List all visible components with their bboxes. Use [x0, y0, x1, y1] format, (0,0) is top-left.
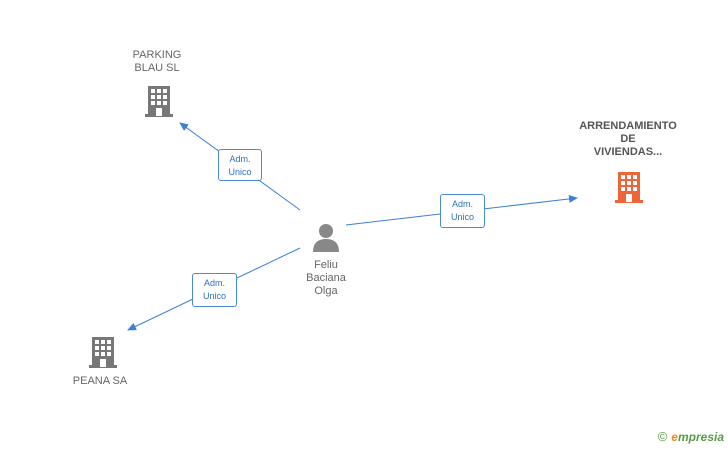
- edge-label-arrendamiento[interactable]: Adm. Unico: [440, 194, 485, 228]
- person-icon[interactable]: [311, 222, 341, 252]
- empresia-logo: ©empresia: [657, 429, 724, 444]
- copyright-symbol: ©: [657, 429, 668, 444]
- company-label-peana[interactable]: PEANA SA: [72, 375, 128, 387]
- person-label[interactable]: Feliu Baciana Olga: [306, 259, 346, 297]
- company-label-arrendamiento[interactable]: ARRENDAMIENTO DE VIVIENDAS...: [579, 120, 677, 158]
- edge-label-peana[interactable]: Adm. Unico: [192, 273, 237, 307]
- building-icon[interactable]: [613, 170, 645, 204]
- edge-label-parking[interactable]: Adm. Unico: [218, 149, 262, 181]
- building-icon[interactable]: [143, 84, 175, 118]
- company-label-parking[interactable]: PARKING BLAU SL: [132, 49, 182, 74]
- building-icon[interactable]: [87, 335, 119, 369]
